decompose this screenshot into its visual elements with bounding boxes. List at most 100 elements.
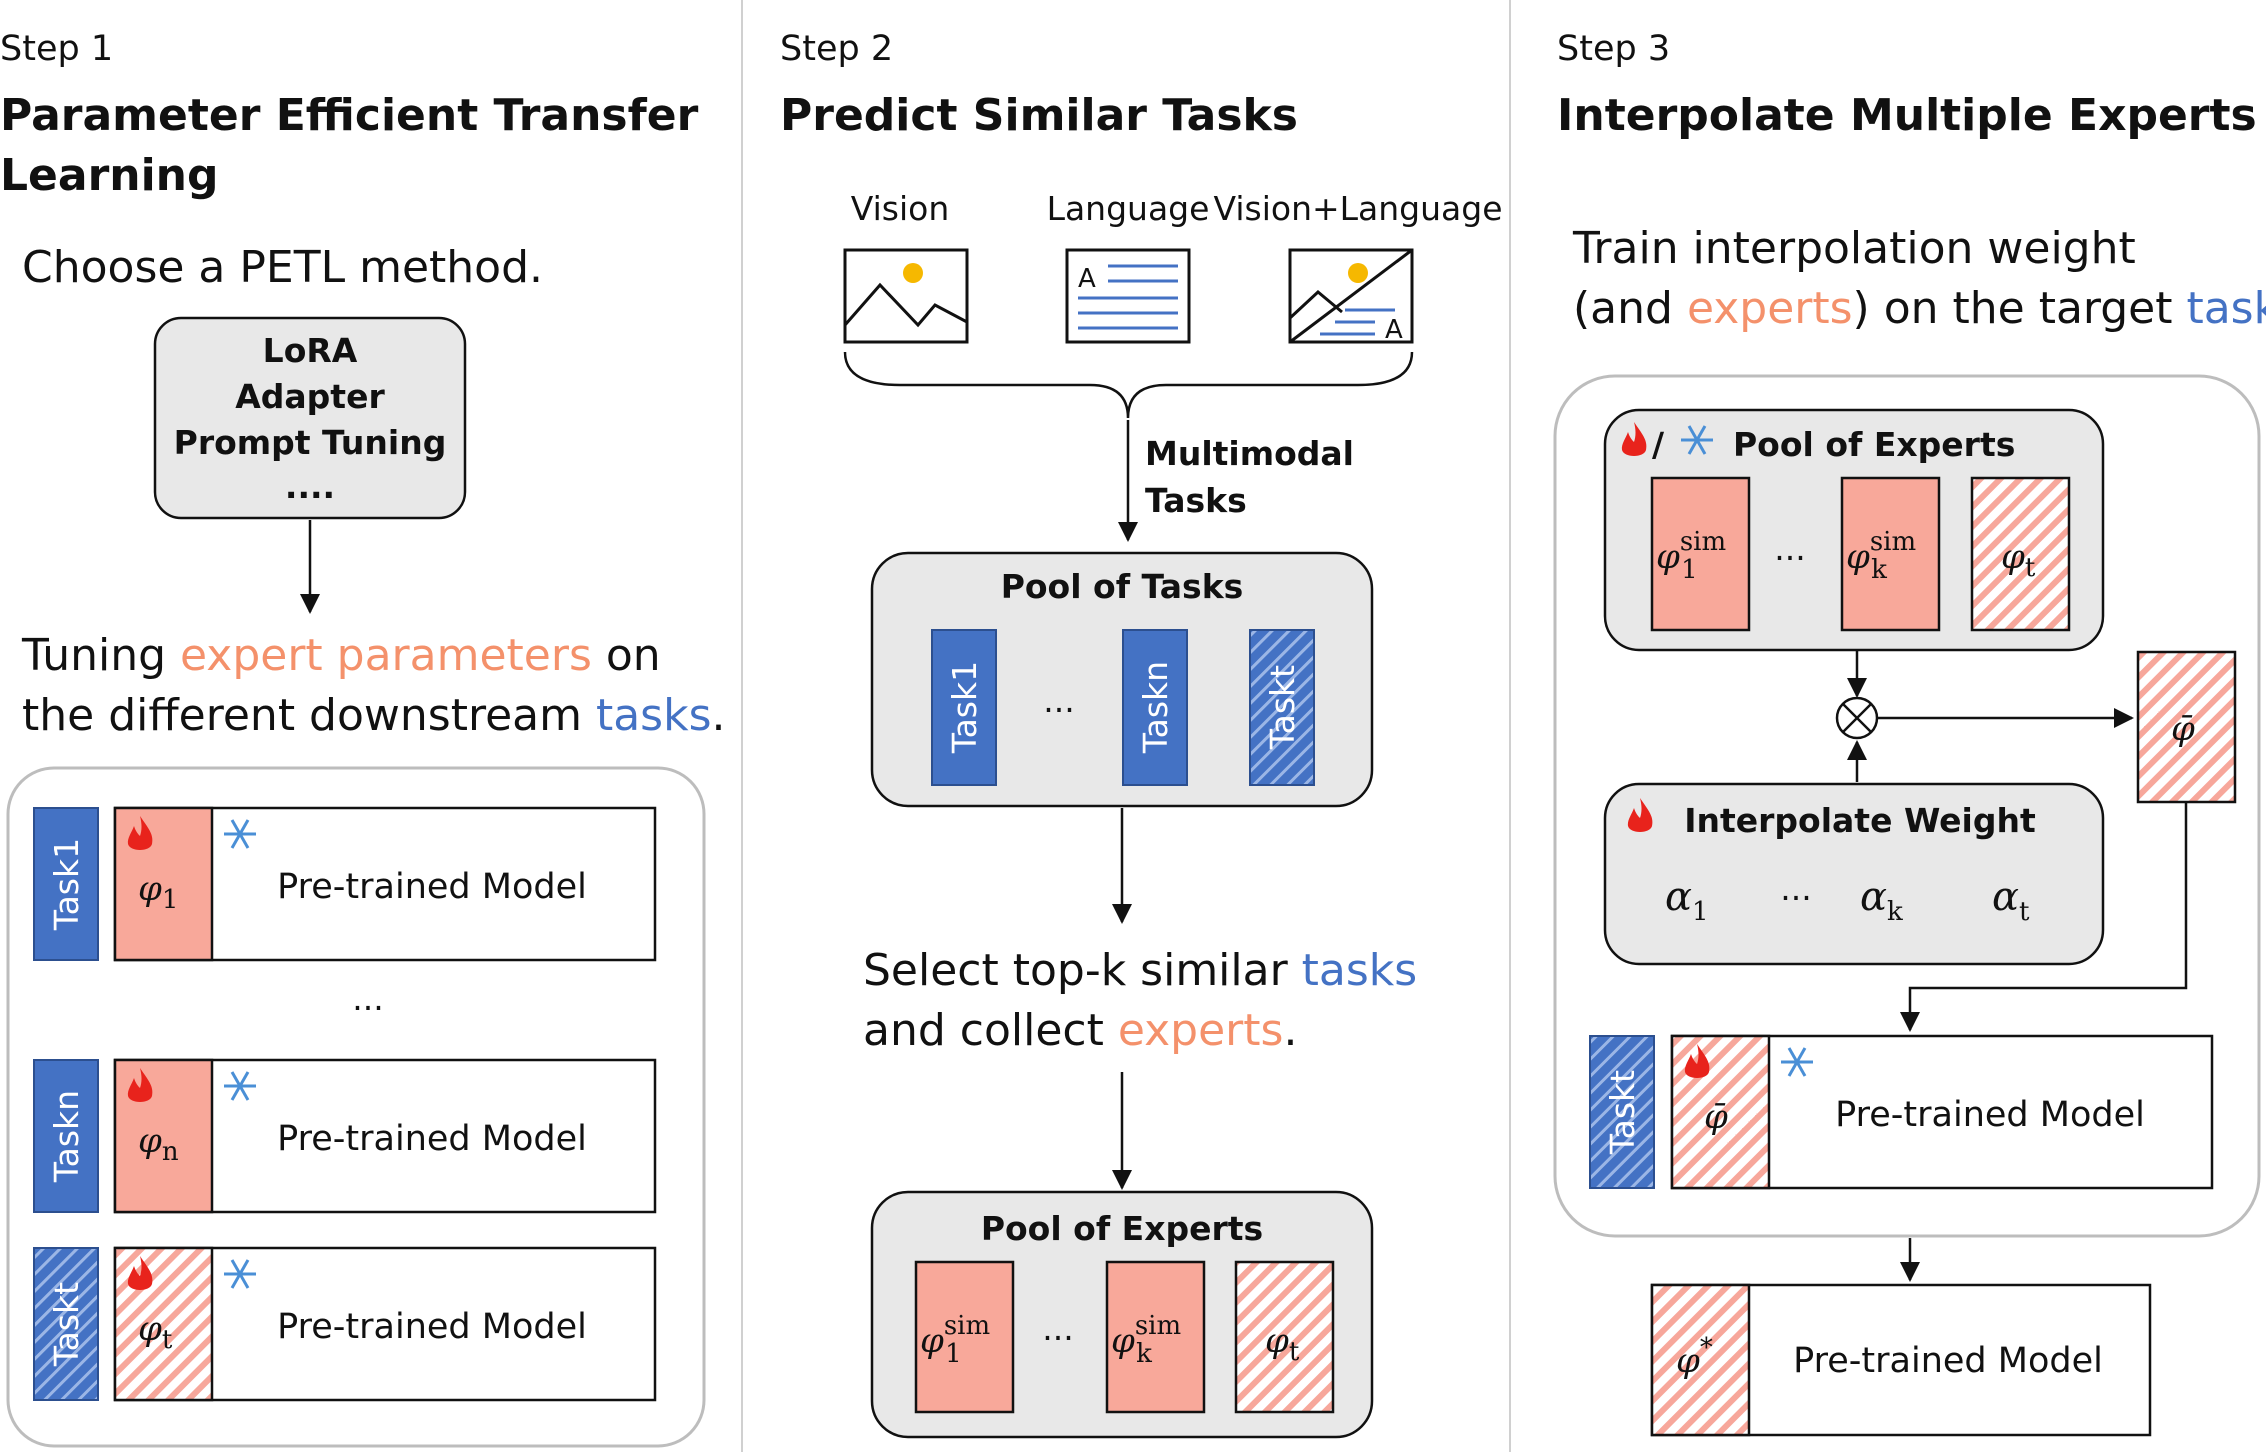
expert-block [113, 1058, 214, 1214]
document-icon: A [1065, 248, 1191, 344]
task-block [33, 1059, 99, 1213]
task-label: Taskt [1603, 1070, 1642, 1155]
expert-symbol: φt [2001, 537, 2036, 583]
step3-title: Interpolate Multiple Experts [1557, 90, 2257, 141]
alpha-t: αt [1992, 874, 2030, 927]
task-block [1122, 629, 1188, 786]
interpolation-container [1553, 374, 2261, 1238]
document-letter: A [1078, 264, 1096, 294]
model-label: Pre-trained Model [277, 1119, 587, 1159]
method-prompt-tuning: Prompt Tuning [174, 423, 447, 462]
multiply-operator-icon [1835, 696, 1879, 740]
pool-of-experts-title: Pool of Experts [1733, 425, 2015, 464]
expert-block [1234, 1260, 1335, 1414]
modality-language-label: Language [1047, 189, 1210, 228]
final-expert-symbol: φ* [1676, 1333, 1713, 1381]
fire-icon [127, 1068, 153, 1102]
step1-title-line2: Learning [0, 150, 219, 201]
alpha-k: αk [1860, 874, 1903, 927]
step1-title-line1: Parameter Efficient Transfer [0, 90, 699, 141]
snowflake-icon [1681, 425, 1713, 455]
model-label: Pre-trained Model [277, 867, 587, 907]
modality-vision-label: Vision [851, 189, 949, 228]
expert-block [914, 1260, 1015, 1414]
step3-panel: Step 3 Interpolate Multiple Experts Trai… [1553, 29, 2266, 1437]
modality-vision-language-label: Vision+Language [1214, 189, 1503, 228]
expert-block [113, 1246, 214, 1402]
step1-label: Step 1 [0, 29, 113, 69]
expert-symbol: φ̄ [1704, 1097, 1728, 1137]
step3-label: Step 3 [1557, 29, 1670, 69]
method-more: .... [285, 467, 335, 506]
interpolate-weight-title: Interpolate Weight [1684, 801, 2036, 840]
final-model-label: Pre-trained Model [1793, 1341, 2103, 1381]
snowflake-icon [224, 1071, 256, 1101]
method-lora: LoRA [263, 331, 358, 370]
select-text: Select top-k similar tasks [863, 945, 1417, 996]
task-label: Taskt [1263, 665, 1302, 750]
task-label: Task1 [945, 661, 984, 754]
experts-ellipsis: ... [1042, 1309, 1073, 1348]
fire-icon [1684, 1044, 1710, 1078]
fire-icon [127, 1256, 153, 1290]
expert-row-task1: Task1 φ1 Pre-trained Model [33, 806, 657, 962]
expert-symbol: φt [1265, 1321, 1300, 1367]
expert-block [113, 806, 214, 962]
expert-row-taskt: Taskt φt Pre-trained Model [33, 1246, 657, 1402]
task-block [1249, 629, 1315, 786]
task-block [1589, 1035, 1655, 1189]
expert-block [1105, 1260, 1206, 1414]
snowflake-icon [1781, 1047, 1813, 1077]
step1-choose-text: Choose a PETL method. [22, 242, 543, 293]
fire-icon [1627, 798, 1653, 832]
interpolate-weight-box [1603, 782, 2105, 966]
experts-ellipsis: ... [1774, 529, 1805, 568]
step3-desc-line2: (and experts) on the target task. [1573, 283, 2266, 334]
task-label: Task1 [47, 838, 86, 931]
snowflake-icon [224, 819, 256, 849]
interpolated-expert-symbol: φ̄ [2171, 709, 2195, 749]
image-icon [843, 248, 969, 344]
method-adapter: Adapter [235, 377, 385, 416]
tasks-ellipsis: ... [1043, 681, 1074, 720]
brace [843, 351, 1414, 419]
task-block [33, 1247, 99, 1401]
alpha-1: α1 [1665, 874, 1709, 927]
step1-panel: Step 1 Parameter Efficient Transfer Lear… [0, 29, 726, 1448]
final-expert-block [1650, 1283, 1751, 1437]
task-label: Taskn [1136, 661, 1175, 754]
expert-symbol: φt [138, 1309, 173, 1355]
task-label: Taskn [47, 1090, 86, 1183]
task-experts-container [6, 766, 706, 1448]
task-block [931, 629, 997, 786]
expert-symbol: φn [138, 1121, 179, 1167]
model-label: Pre-trained Model [277, 1307, 587, 1347]
rows-ellipsis: ... [352, 979, 383, 1018]
expert-row-taskn: Taskn φn Pre-trained Model [33, 1058, 657, 1214]
model-label: Pre-trained Model [1835, 1095, 2145, 1135]
expert-symbol: φ1 [138, 869, 178, 915]
collect-text: and collect experts. [863, 1005, 1297, 1056]
snowflake-icon [224, 1259, 256, 1289]
arrow [1900, 802, 2188, 1032]
step1-tuning-line1: Tuning expert parameters on [21, 630, 661, 681]
step2-panel: Step 2 Predict Similar Tasks Vision Lang… [780, 29, 1503, 1439]
expert-block [1650, 476, 1751, 632]
task-block [33, 807, 99, 961]
pool-of-tasks-title: Pool of Tasks [1001, 567, 1244, 606]
petl-methods-box [153, 316, 467, 520]
step1-tuning-line2: the different downstream tasks. [22, 690, 726, 741]
expert-block [1970, 476, 2071, 632]
image-text-icon: A [1288, 248, 1414, 345]
image-text-letter: A [1385, 315, 1403, 345]
task-label: Taskt [47, 1282, 86, 1367]
alpha-ellipsis: ... [1780, 869, 1811, 908]
step3-desc-line1: Train interpolation weight [1572, 223, 2136, 274]
pool-of-experts-title: Pool of Experts [981, 1209, 1263, 1248]
multimodal-label-line2: Tasks [1145, 481, 1247, 520]
multimodal-label-line1: Multimodal [1145, 434, 1354, 473]
